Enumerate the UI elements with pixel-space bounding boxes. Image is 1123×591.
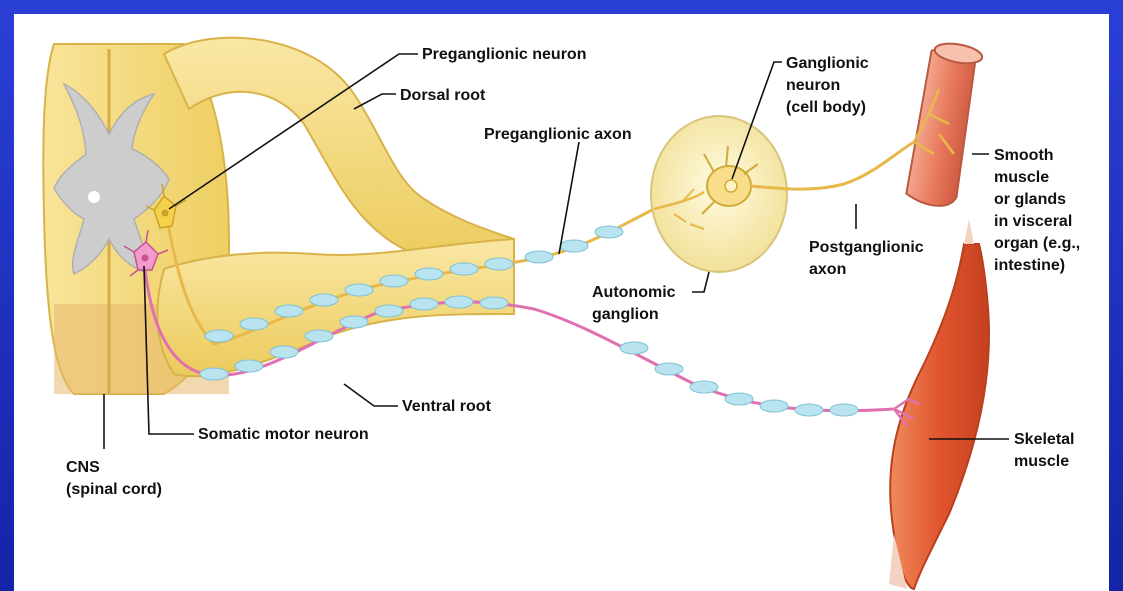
svg-text:CNS: CNS	[66, 459, 100, 476]
diagram-panel: Preganglionic neuron Dorsal root Pregang…	[14, 14, 1109, 591]
autonomic-vs-somatic-diagram: Preganglionic neuron Dorsal root Pregang…	[14, 14, 1109, 591]
svg-text:Skeletal: Skeletal	[1014, 431, 1074, 448]
label-postganglionic-axon: Postganglionic axon	[809, 239, 924, 278]
label-ventral-root: Ventral root	[402, 398, 492, 415]
svg-text:(spinal cord): (spinal cord)	[66, 481, 162, 498]
svg-text:muscle: muscle	[994, 169, 1049, 186]
svg-text:Autonomic: Autonomic	[592, 284, 676, 301]
label-ganglionic-neuron: Ganglionic neuron (cell body)	[786, 55, 869, 116]
svg-text:Smooth: Smooth	[994, 147, 1054, 164]
central-canal	[88, 191, 100, 203]
svg-text:(cell body): (cell body)	[786, 99, 866, 116]
svg-text:or glands: or glands	[994, 191, 1066, 208]
smooth-muscle	[905, 40, 984, 209]
label-autonomic-ganglion: Autonomic ganglion	[592, 284, 676, 323]
svg-text:ganglion: ganglion	[592, 306, 659, 323]
label-skeletal-muscle: Skeletal muscle	[1014, 431, 1074, 470]
svg-text:muscle: muscle	[1014, 453, 1069, 470]
svg-text:organ (e.g.,: organ (e.g.,	[994, 235, 1080, 252]
svg-text:Postganglionic: Postganglionic	[809, 239, 924, 256]
svg-text:intestine): intestine)	[994, 257, 1065, 274]
svg-text:axon: axon	[809, 261, 846, 278]
label-smooth-muscle: Smooth muscle or glands in visceral orga…	[994, 147, 1080, 274]
label-somatic-motor-neuron: Somatic motor neuron	[198, 426, 369, 443]
skeletal-muscle	[889, 219, 989, 589]
svg-text:neuron: neuron	[786, 77, 840, 94]
label-preganglionic-axon: Preganglionic axon	[484, 126, 632, 143]
label-cns: CNS (spinal cord)	[66, 459, 162, 498]
svg-text:in visceral: in visceral	[994, 213, 1072, 230]
label-preganglionic-neuron: Preganglionic neuron	[422, 46, 586, 63]
svg-text:Ganglionic: Ganglionic	[786, 55, 869, 72]
label-dorsal-root: Dorsal root	[400, 87, 486, 104]
